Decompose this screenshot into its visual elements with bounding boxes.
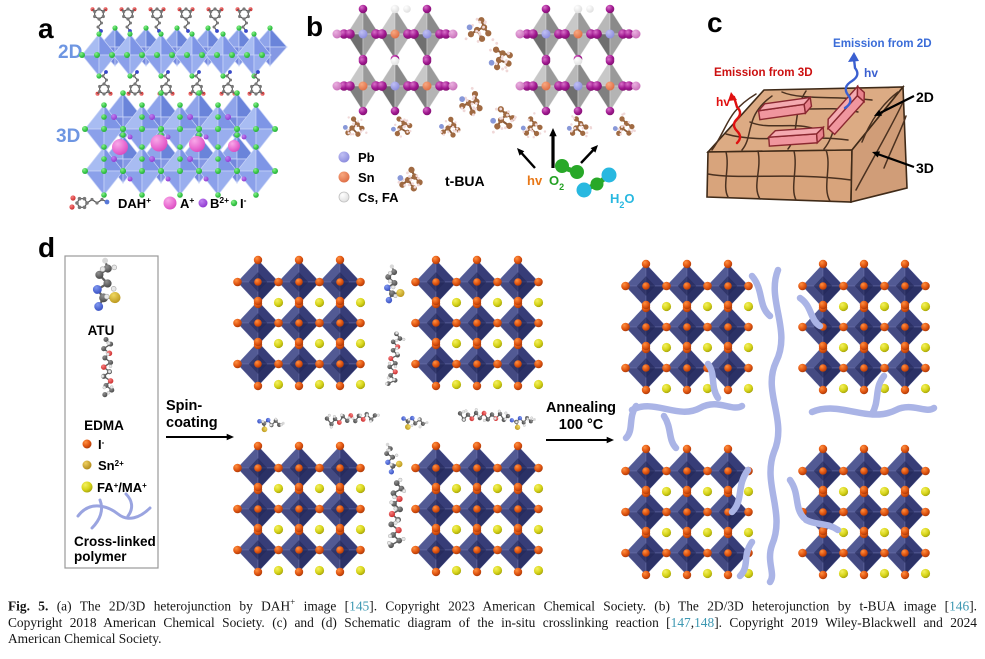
svg-text:d: d: [38, 232, 55, 263]
svg-text:EDMA: EDMA: [84, 418, 124, 433]
svg-text:I-: I-: [240, 195, 247, 211]
svg-text:2D: 2D: [916, 89, 934, 105]
svg-text:hv: hv: [864, 66, 878, 80]
svg-text:100 °C: 100 °C: [559, 417, 604, 433]
svg-text:Cs, FA: Cs, FA: [358, 190, 399, 205]
svg-text:I-: I-: [98, 437, 105, 452]
svg-text:Emission from 3D: Emission from 3D: [714, 66, 813, 79]
svg-text:t-BUA: t-BUA: [445, 173, 485, 189]
svg-text:ATU: ATU: [88, 323, 115, 338]
svg-text:3D: 3D: [916, 160, 934, 176]
svg-text:O2: O2: [549, 173, 564, 192]
svg-text:Annealing: Annealing: [546, 400, 616, 416]
svg-text:coating: coating: [166, 415, 218, 431]
svg-text:Sn: Sn: [358, 170, 375, 185]
svg-text:a: a: [38, 13, 54, 44]
svg-text:polymer: polymer: [74, 549, 127, 564]
svg-text:Pb: Pb: [358, 150, 375, 165]
svg-text:H2O: H2O: [610, 191, 635, 210]
svg-text:Emission from 2D: Emission from 2D: [833, 37, 932, 50]
svg-text:c: c: [707, 7, 723, 38]
svg-text:3D: 3D: [56, 126, 80, 147]
svg-text:Cross-linked: Cross-linked: [74, 534, 156, 549]
svg-text:b: b: [306, 11, 323, 42]
svg-text:hv: hv: [716, 95, 730, 109]
svg-text:2D: 2D: [58, 42, 82, 63]
svg-text:A+: A+: [180, 195, 194, 211]
svg-text:FA+/MA+: FA+/MA+: [97, 480, 147, 495]
svg-text:B2+: B2+: [210, 195, 229, 211]
svg-text:Spin-: Spin-: [166, 398, 202, 414]
svg-text:DAH+: DAH+: [118, 195, 151, 211]
svg-text:hv: hv: [527, 173, 543, 188]
